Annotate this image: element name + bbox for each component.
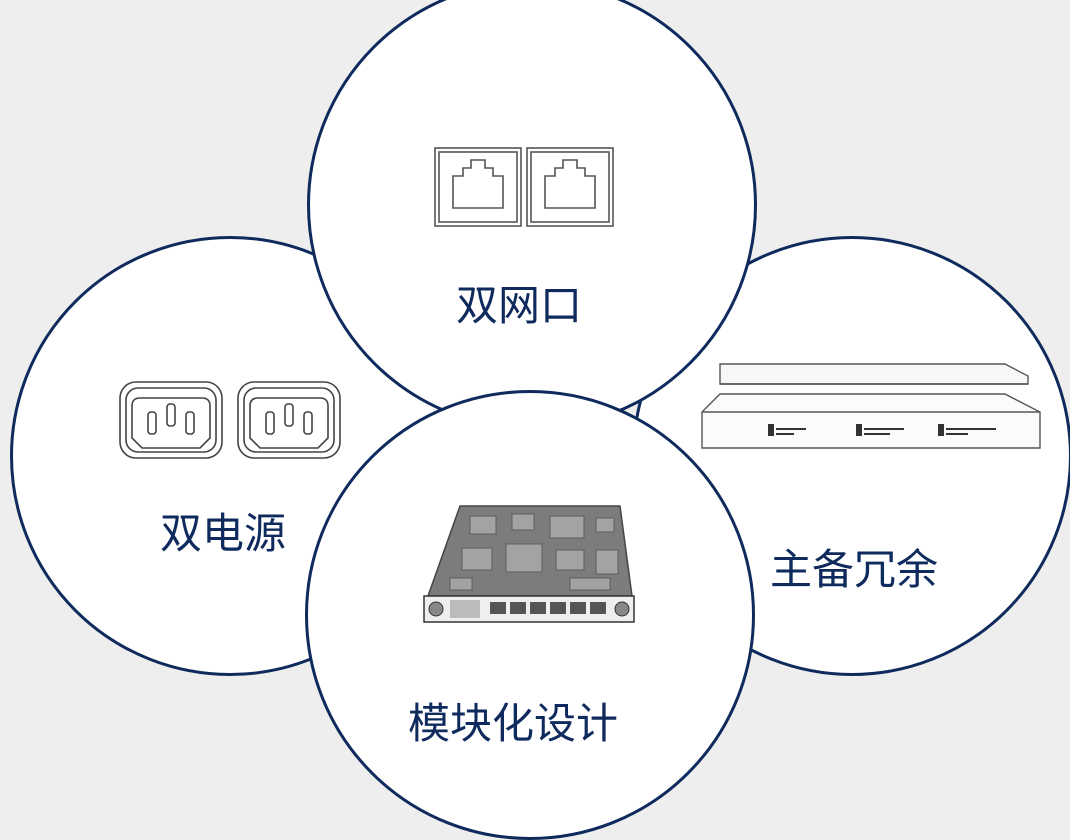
dual-network-circle <box>307 0 757 430</box>
redundancy-label: 主备冗余 <box>770 545 939 594</box>
rack-device-icon <box>701 363 1041 449</box>
modular-label: 模块化设计 <box>408 699 619 748</box>
dual-network-label: 双网口 <box>456 281 583 330</box>
dual-power-label: 双电源 <box>160 509 287 558</box>
interface-module-icon <box>423 505 635 623</box>
ethernet-port-icon <box>434 147 614 227</box>
power-socket-icon <box>119 381 341 459</box>
